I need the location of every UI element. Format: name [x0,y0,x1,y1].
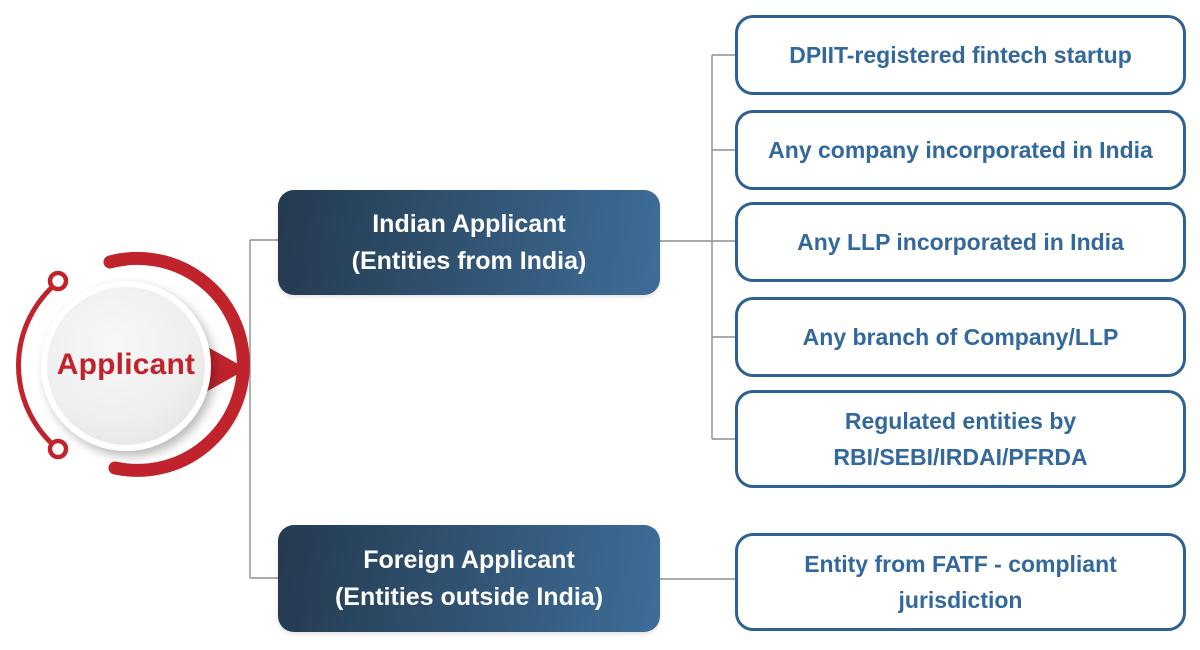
applicant-circle-inner [47,287,205,445]
leaf-branch-company-llp-text: Any branch of Company/LLP [802,324,1119,350]
leaf-regulated-entities-line2: RBI/SEBI/IRDAI/PFRDA [833,444,1088,470]
leaf-company-india-text: Any company incorporated in India [768,137,1153,163]
leaf-llp-india-text: Any LLP incorporated in India [797,229,1124,255]
leaf-llp-india: Any LLP incorporated in India [735,202,1186,282]
leaf-fatf-jurisdiction-line2: jurisdiction [898,587,1023,613]
leaf-fatf-jurisdiction-line1: Entity from FATF - compliant [804,551,1117,577]
top-ring-icon [47,270,69,292]
leaf-company-india: Any company incorporated in India [735,110,1186,190]
node-indian-applicant: Indian Applicant (Entities from India) [278,190,660,295]
leaf-dpiit-startup-text: DPIIT-registered fintech startup [789,42,1132,68]
leaf-dpiit-startup: DPIIT-registered fintech startup [735,15,1186,95]
node-indian-line1: Indian Applicant [372,209,566,238]
leaf-fatf-jurisdiction: Entity from FATF - compliant jurisdictio… [735,533,1186,631]
leaf-regulated-entities-line1: Regulated entities by [844,408,1077,434]
node-foreign-line2: (Entities outside India) [334,582,604,611]
leaf-branch-company-llp: Any branch of Company/LLP [735,297,1186,377]
bottom-ring-icon [47,438,69,460]
applicant-label: Applicant [56,348,196,381]
arrow-right-icon [204,345,247,393]
left-thin-arc [16,280,60,451]
connector-lines [242,54,735,580]
node-indian-line2: (Entities from India) [351,246,587,275]
node-foreign-line1: Foreign Applicant [363,545,575,574]
applicant-node-graphic [16,251,250,477]
node-foreign-applicant: Foreign Applicant (Entities outside Indi… [278,525,660,632]
right-thick-arc [103,251,250,477]
leaf-regulated-entities: Regulated entities by RBI/SEBI/IRDAI/PFR… [735,390,1186,488]
